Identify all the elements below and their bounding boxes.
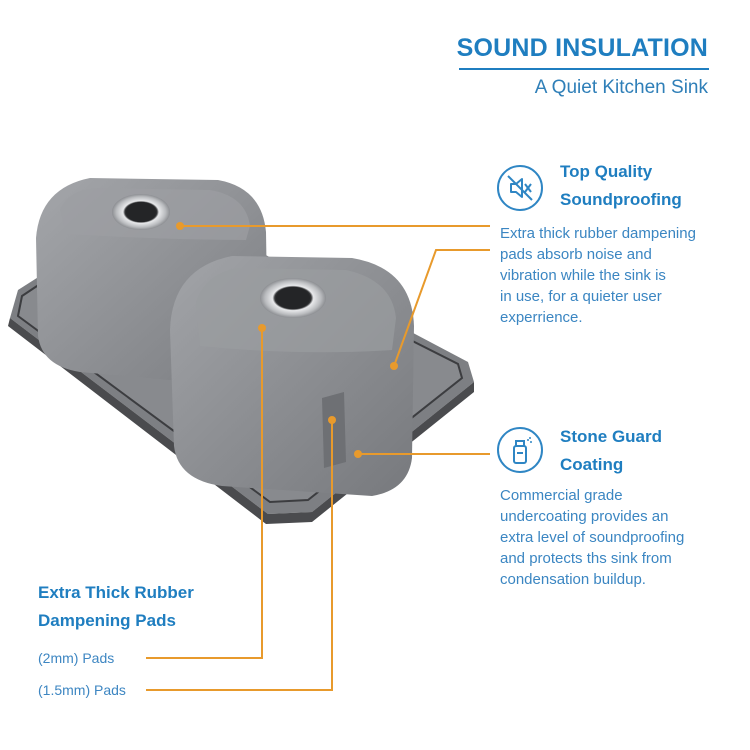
callout-dots <box>176 222 398 458</box>
page-subtitle: A Quiet Kitchen Sink <box>534 77 708 98</box>
pad-label-2mm: (2mm) Pads <box>38 650 115 666</box>
feature-coating-text: Commercial grade undercoating provides a… <box>500 487 685 588</box>
right-bowl <box>170 256 414 496</box>
feature-soundproofing-title: Top Quality Soundproofing <box>560 162 682 209</box>
pad-label-1-5mm: (1.5mm) Pads <box>38 682 126 698</box>
feature-coating-title: Stone Guard Coating <box>560 427 663 474</box>
title-underline <box>459 68 709 70</box>
spray-can-icon <box>497 427 543 473</box>
feature-soundproofing-text: Extra thick rubber dampening pads absorb… <box>500 225 696 326</box>
callout-lines <box>146 225 490 691</box>
pads-title: Extra Thick Rubber Dampening Pads <box>38 583 194 630</box>
muted-speaker-icon <box>497 165 543 211</box>
page-title: SOUND INSULATION <box>456 34 708 62</box>
